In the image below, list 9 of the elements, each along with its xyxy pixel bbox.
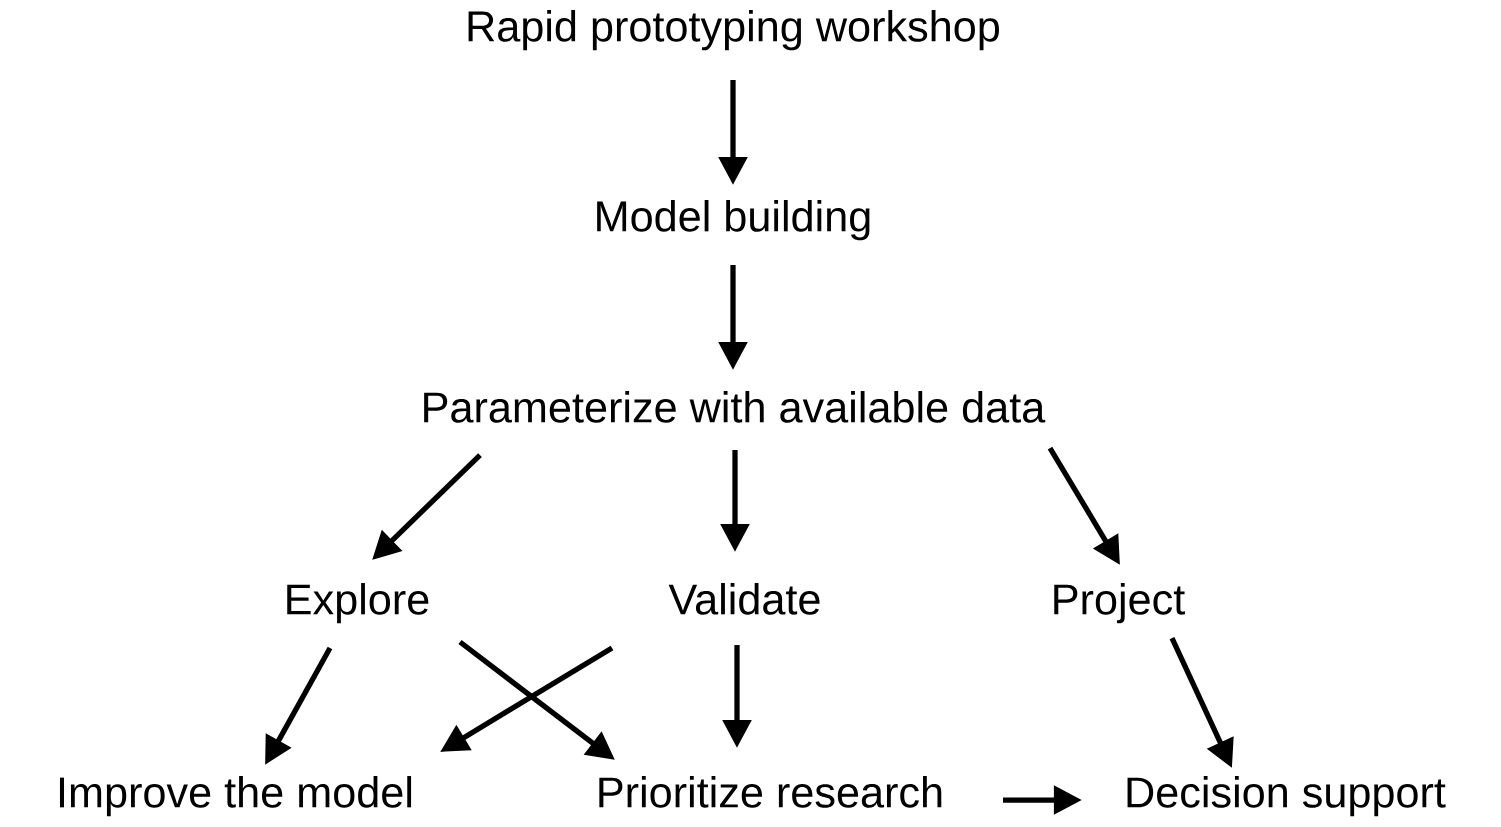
step-label: Decision support bbox=[1127, 776, 1446, 817]
step-label: Project bbox=[1054, 583, 1185, 624]
step-label: Validate bbox=[668, 583, 820, 615]
step-label: Parameterize with available data bbox=[424, 391, 1046, 423]
step-label: Prioritize research bbox=[599, 776, 942, 808]
step-label: Explore bbox=[287, 583, 429, 624]
step-label: Improve the model bbox=[59, 776, 412, 817]
step-label: Model building bbox=[597, 200, 870, 241]
step-label: Rapid prototyping workshop bbox=[468, 10, 999, 51]
